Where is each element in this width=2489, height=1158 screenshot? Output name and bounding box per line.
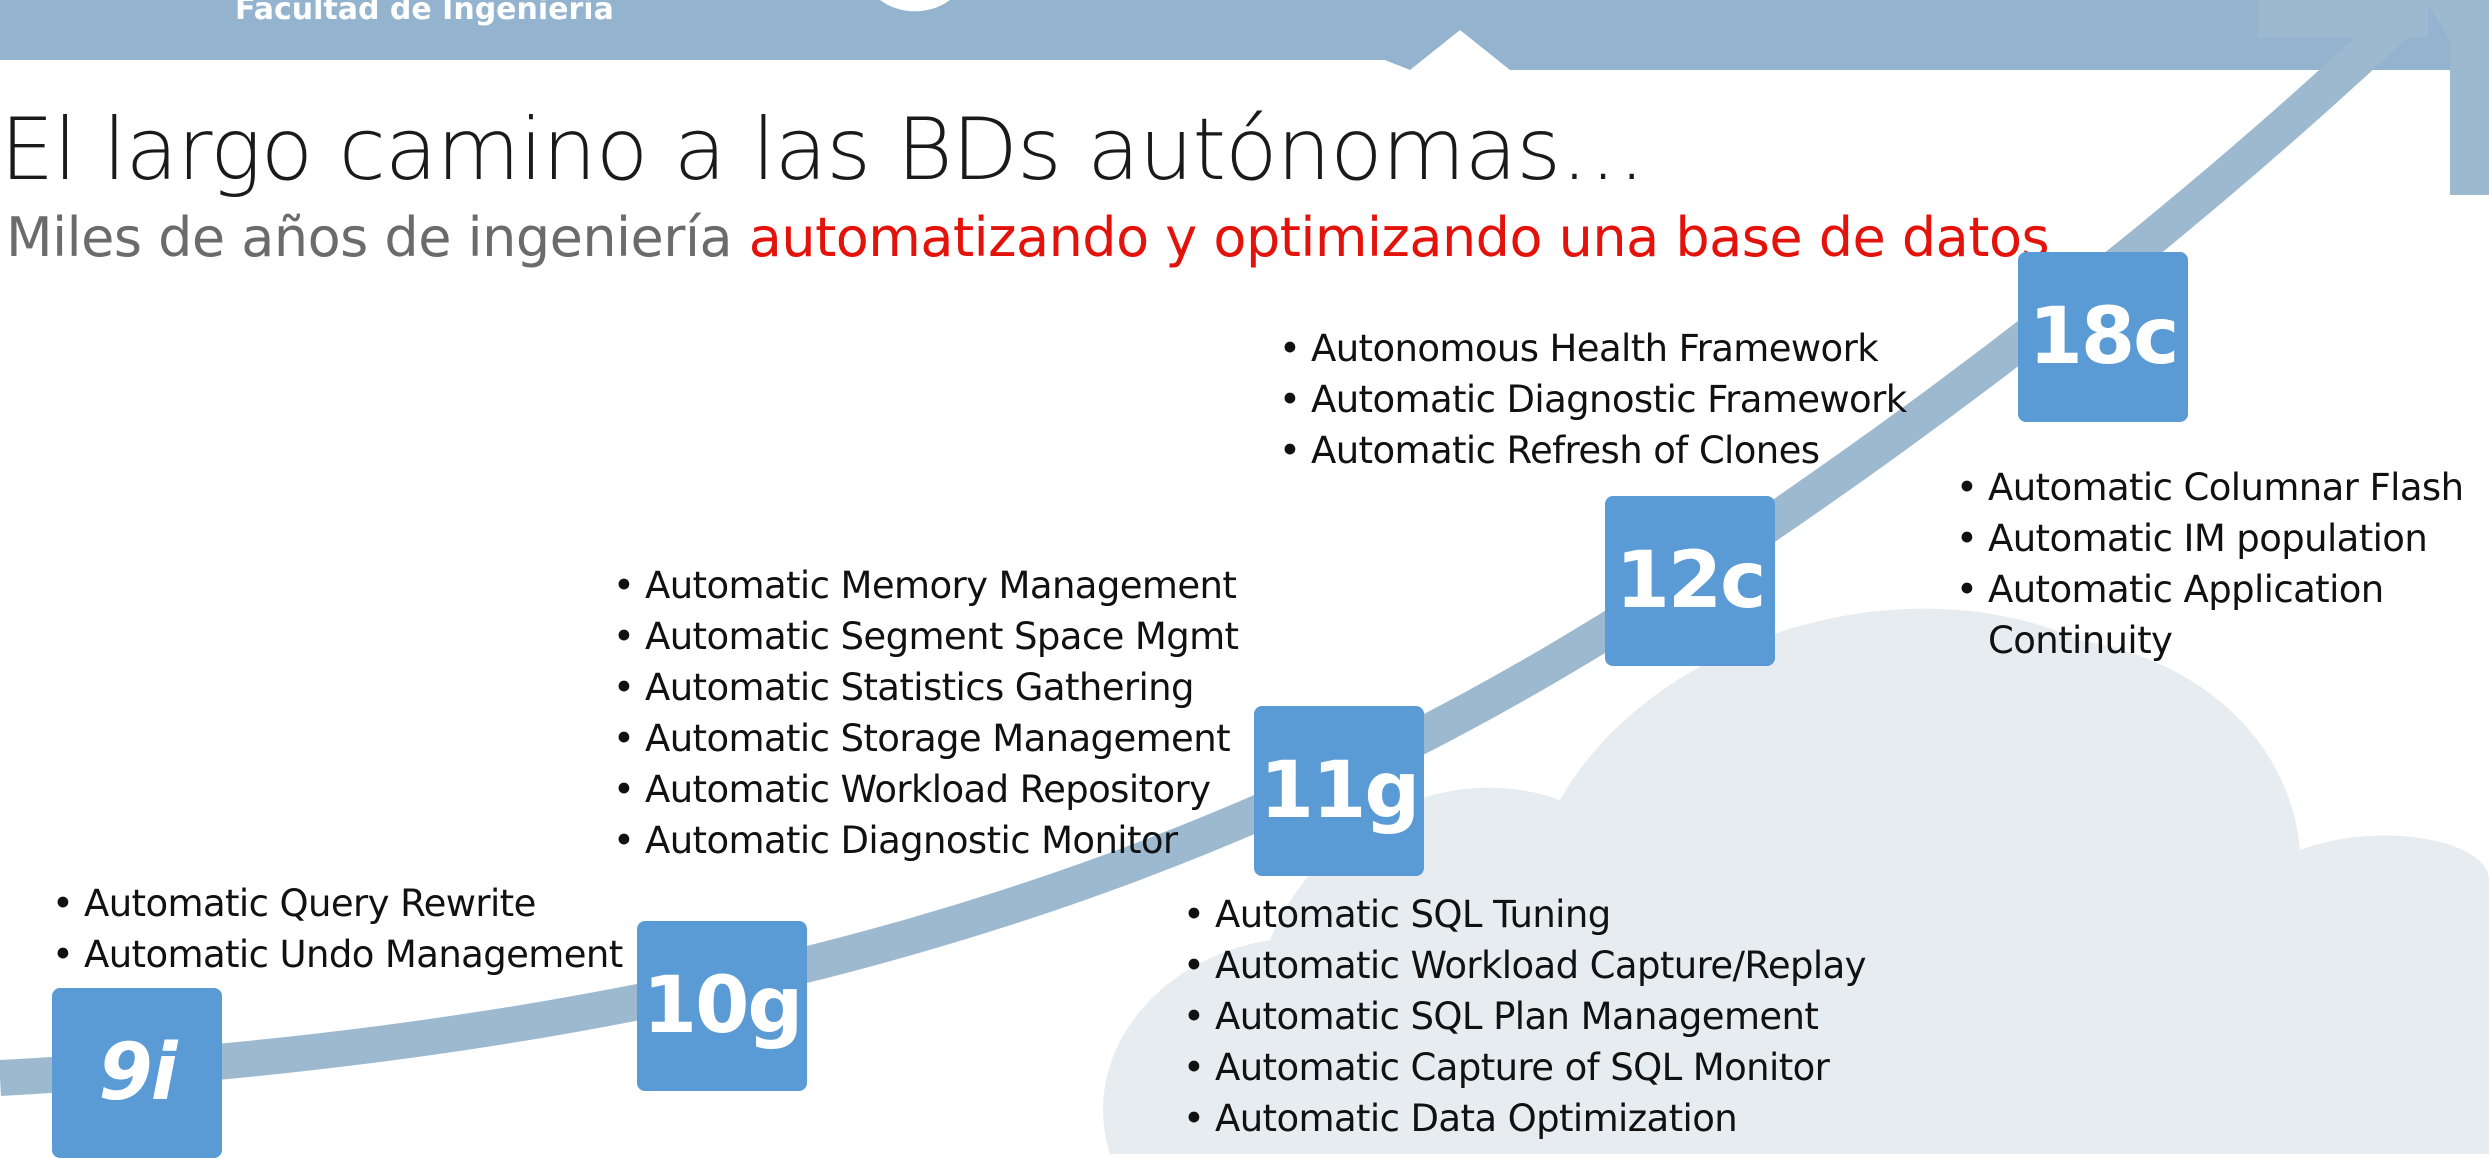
version-label: 18c	[2028, 292, 2180, 382]
list-item: Automatic SQL Tuning	[1183, 889, 1866, 940]
version-box-12c: 12c	[1605, 496, 1775, 666]
list-item: Automatic Diagnostic Monitor	[613, 815, 1238, 866]
list-item: Automatic Segment Space Mgmt	[613, 611, 1239, 662]
arrow-bracket	[2258, 0, 2428, 38]
feature-list-10g: Automatic Memory Management Automatic Se…	[613, 560, 1239, 866]
version-label: 10g	[642, 961, 803, 1051]
institution-name: Facultad de Ingeniería	[235, 0, 614, 27]
feature-list-12c: Autonomous Health Framework Automatic Di…	[1279, 323, 1907, 476]
list-item: Automatic Columnar Flash	[1956, 462, 2464, 513]
list-item: Automatic Application Continuity	[1956, 564, 2456, 666]
list-item: Automatic Undo Management	[52, 929, 623, 980]
list-item: Automatic Query Rewrite	[52, 878, 623, 929]
version-box-18c: 18c	[2018, 252, 2188, 422]
list-item: Automatic Workload Capture/Replay	[1183, 940, 1867, 991]
header-band	[0, 0, 2489, 70]
header: Facultad de Ingeniería	[0, 0, 2489, 80]
version-box-11g: 11g	[1254, 706, 1424, 876]
version-box-9i: 9i	[52, 988, 222, 1158]
list-item: Autonomous Health Framework	[1279, 323, 1907, 374]
list-item: Automatic Refresh of Clones	[1279, 425, 1907, 476]
subtitle-plain: Miles de años de ingeniería	[6, 206, 749, 269]
progress-arrow	[0, 6, 2413, 1096]
version-label: 11g	[1259, 746, 1420, 836]
list-item: Automatic SQL Plan Management	[1183, 991, 1866, 1042]
list-item: Automatic Diagnostic Framework	[1279, 374, 1907, 425]
slide-subtitle: Miles de años de ingeniería automatizand…	[6, 206, 2050, 269]
arrow-head	[2425, 0, 2489, 195]
version-box-10g: 10g	[637, 921, 807, 1091]
version-label: 12c	[1615, 536, 1767, 626]
list-item: Automatic Workload Repository	[613, 764, 1238, 815]
list-item: Automatic Data Optimization	[1183, 1093, 1866, 1144]
list-item: Automatic Memory Management	[613, 560, 1238, 611]
version-label: 9i	[98, 1028, 177, 1118]
slide-title: El largo camino a las BDs autónomas…	[0, 100, 1646, 200]
list-item: Automatic IM population	[1956, 513, 2456, 564]
list-item: Automatic Capture of SQL Monitor	[1183, 1042, 1866, 1093]
header-logo-arc	[880, 0, 950, 12]
feature-list-9i: Automatic Query Rewrite Automatic Undo M…	[52, 878, 623, 980]
feature-list-11g: Automatic SQL Tuning Automatic Workload …	[1183, 889, 1867, 1144]
list-item: Automatic Storage Management	[613, 713, 1238, 764]
feature-list-18c: Automatic Columnar Flash Automatic IM po…	[1956, 462, 2464, 666]
subtitle-highlight: automatizando y optimizando una base de …	[748, 206, 2050, 269]
list-item: Automatic Statistics Gathering	[613, 662, 1238, 713]
